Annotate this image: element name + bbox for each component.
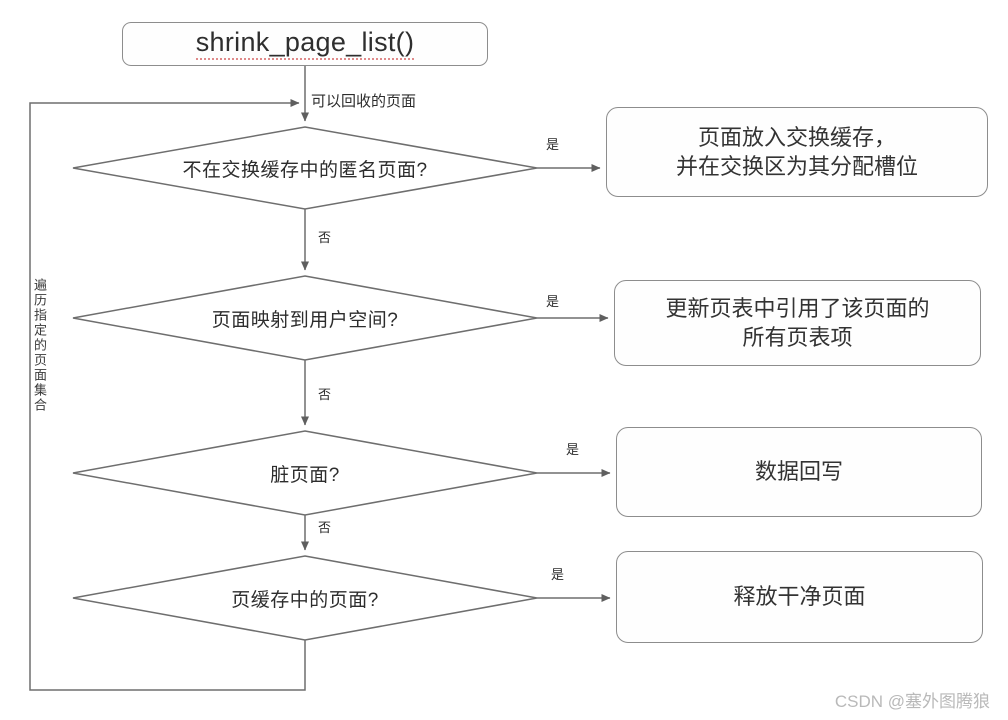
decision-label-mapped-to-userspace: 页面映射到用户空间? — [211, 309, 399, 331]
csdn-watermark: CSDN @塞外图腾狼 — [834, 692, 990, 711]
decision-label-anon-not-in-swapcache: 不在交换缓存中的匿名页面? — [182, 159, 428, 181]
decision-label-dirty-page: 脏页面? — [270, 464, 340, 486]
edge-label-yes-1: 是 — [546, 137, 560, 152]
edge-label-loop: 遍历指定的页面集合 — [32, 278, 47, 413]
edge-label-entry: 可以回收的页面 — [311, 93, 417, 110]
result-line: 数据回写 — [754, 459, 843, 485]
result-line: 所有页表项 — [742, 325, 853, 350]
start-node[interactable]: shrink_page_list() — [122, 22, 488, 66]
edge-label-yes-4: 是 — [551, 567, 565, 582]
result-box-update-ptes[interactable]: 更新页表中引用了该页面的 所有页表项 — [614, 280, 981, 366]
result-line: 更新页表中引用了该页面的 — [665, 295, 930, 321]
result-line: 并在交换区为其分配槽位 — [675, 154, 918, 179]
edge-label-no-1: 否 — [318, 230, 332, 245]
edge-label-no-3: 否 — [318, 520, 332, 535]
result-box-writeback[interactable]: 数据回写 — [616, 427, 982, 517]
result-box-free-clean-page[interactable]: 释放干净页面 — [616, 551, 983, 643]
result-line: 页面放入交换缓存， — [697, 124, 896, 150]
decision-label-in-page-cache: 页缓存中的页面? — [231, 589, 379, 611]
edge-loop-return — [29, 99, 306, 691]
edge-label-yes-2: 是 — [546, 294, 560, 309]
edge-label-yes-3: 是 — [566, 442, 580, 457]
start-node-label: shrink_page_list() — [195, 28, 415, 60]
result-line: 释放干净页面 — [733, 584, 866, 610]
edge-label-no-2: 否 — [318, 387, 332, 402]
result-box-add-to-swapcache[interactable]: 页面放入交换缓存， 并在交换区为其分配槽位 — [606, 107, 988, 197]
